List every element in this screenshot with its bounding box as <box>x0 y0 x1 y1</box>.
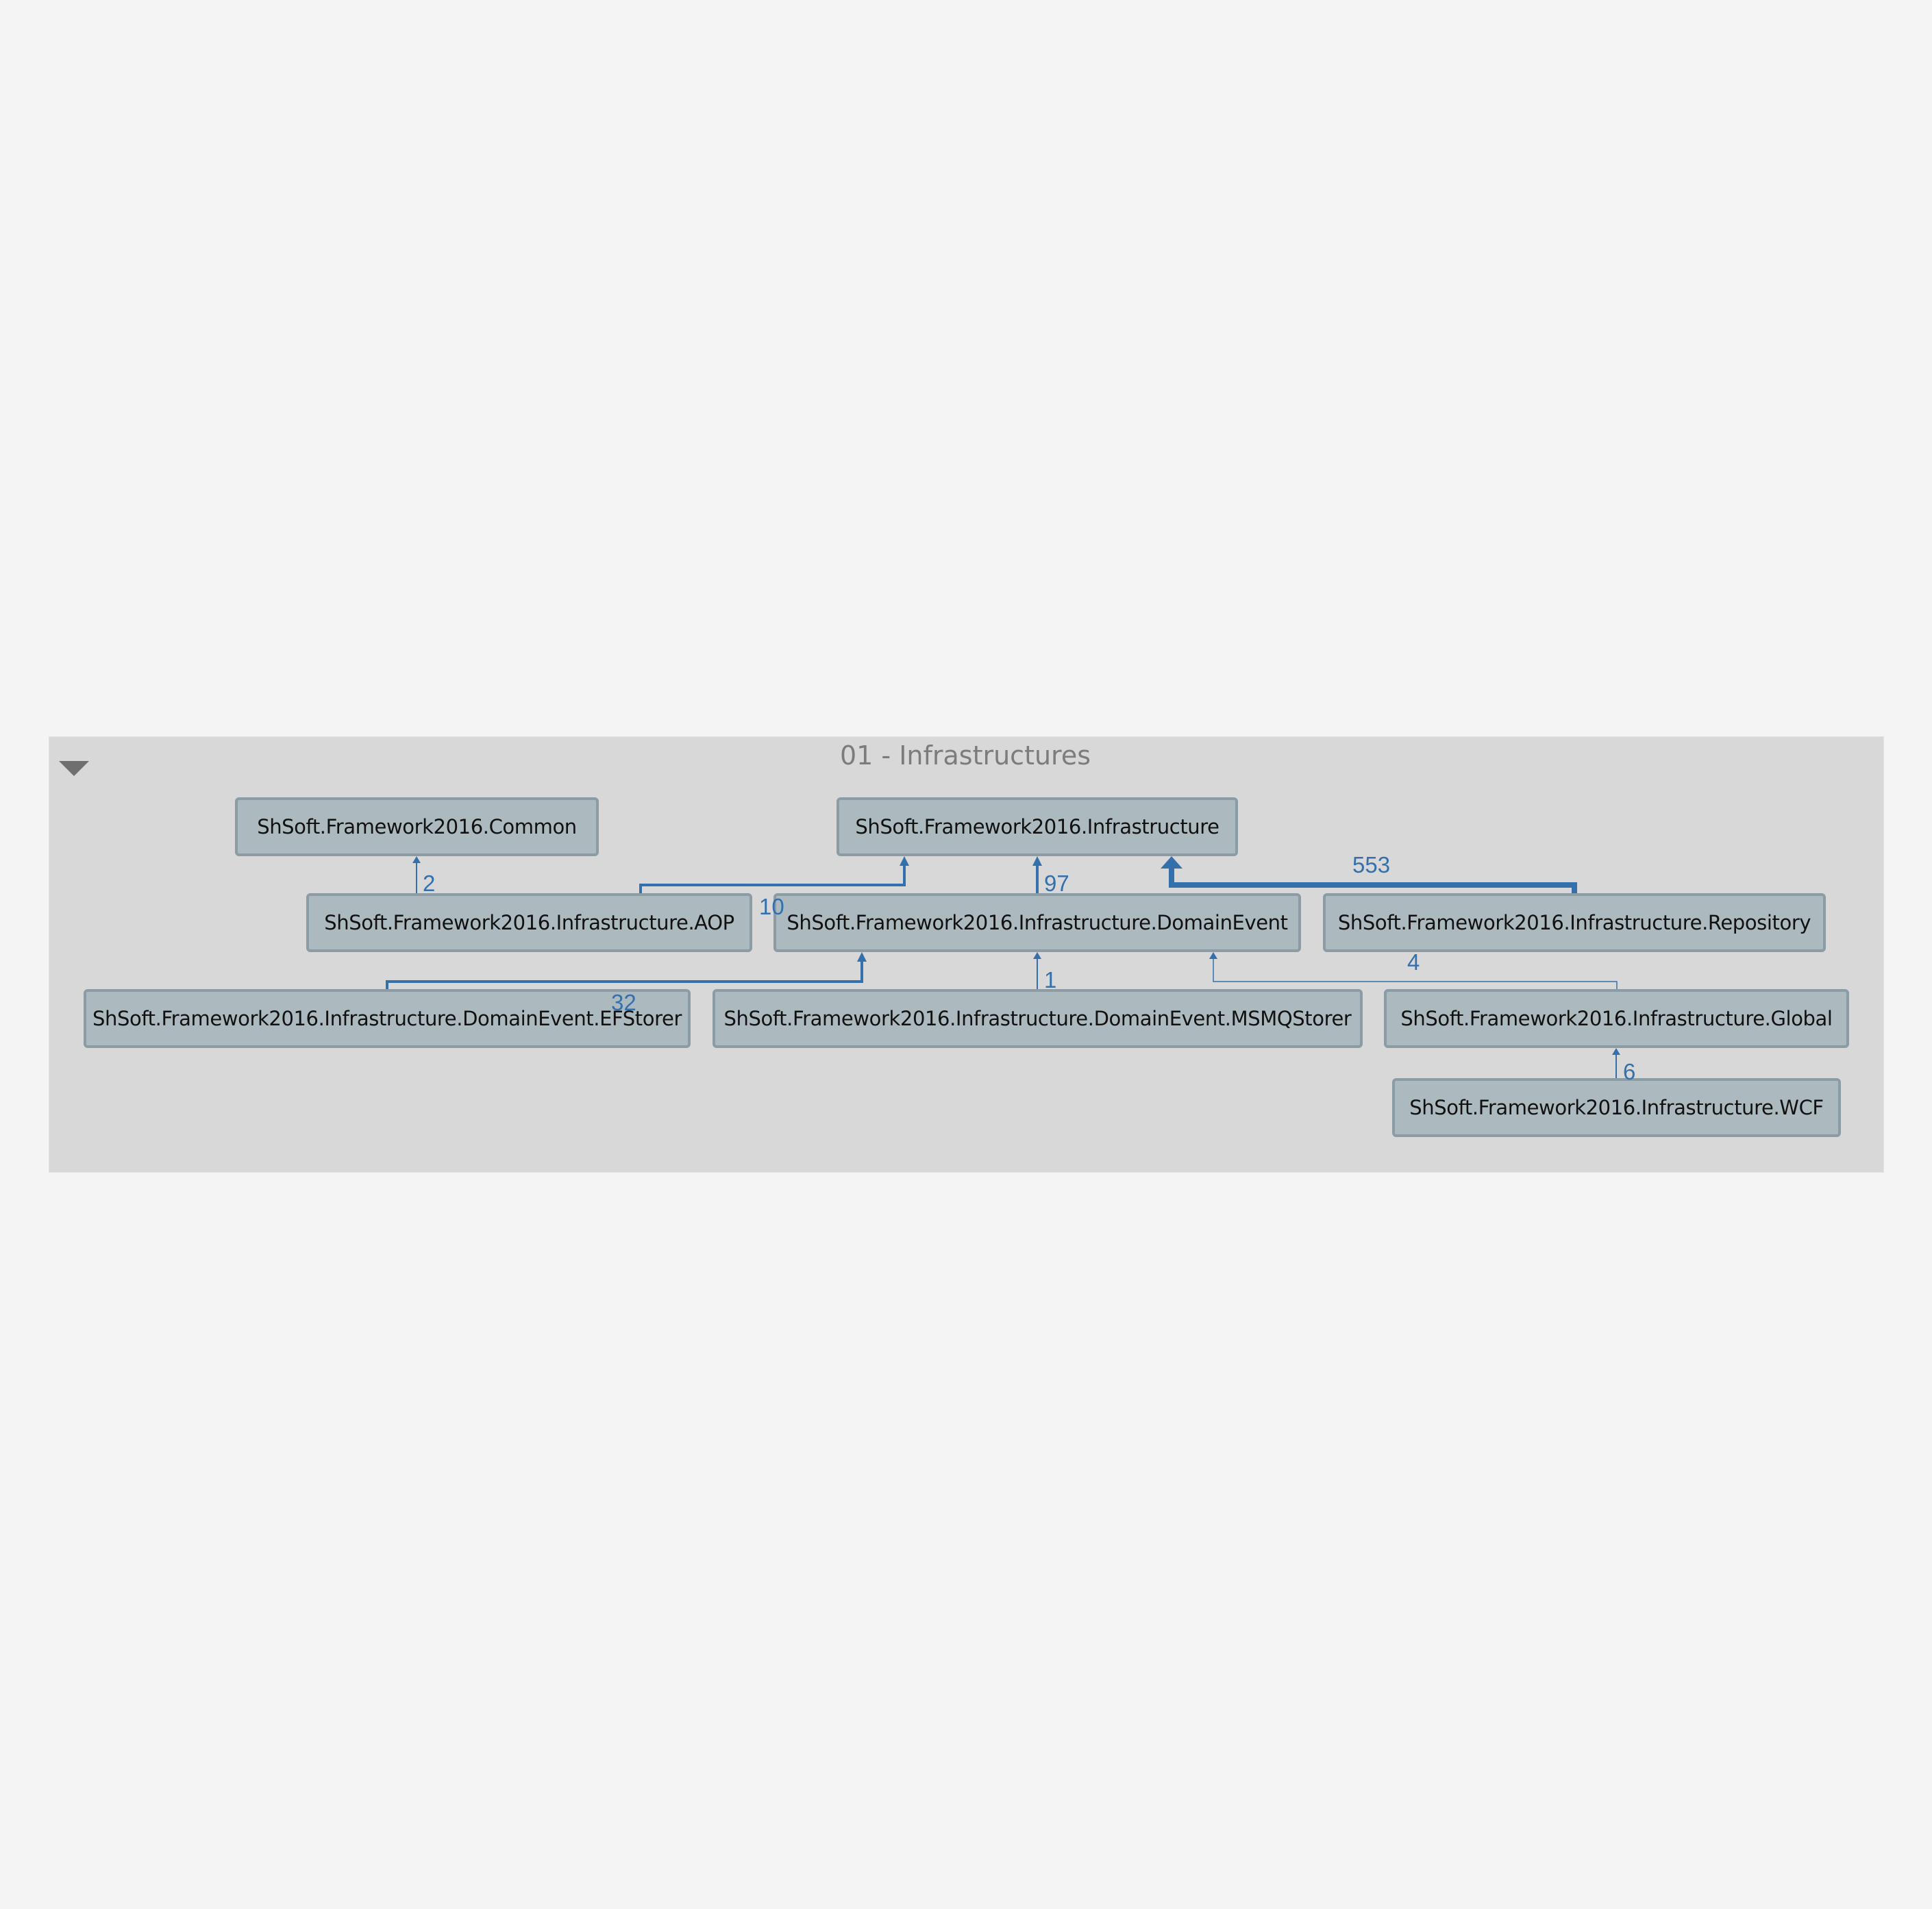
edge-label-efstorer-domainevent: 32 <box>611 990 636 1015</box>
node-repository[interactable]: ShSoft.Framework2016.Infrastructure.Repo… <box>1323 893 1826 952</box>
group-title: 01 - Infrastructures <box>839 740 1091 771</box>
node-msmq-storer[interactable]: ShSoft.Framework2016.Infrastructure.Doma… <box>713 989 1363 1048</box>
edge-label-aop-common: 2 <box>423 871 436 896</box>
node-domain-event[interactable]: ShSoft.Framework2016.Infrastructure.Doma… <box>773 893 1301 952</box>
edge-label-msmqstorer-domainevent: 1 <box>1044 967 1057 993</box>
edge-label-aop-infrastructure: 10 <box>759 894 784 919</box>
edge-label-wcf-global: 6 <box>1623 1059 1636 1084</box>
node-infrastructure[interactable]: ShSoft.Framework2016.Infrastructure <box>837 797 1238 856</box>
node-wcf[interactable]: ShSoft.Framework2016.Infrastructure.WCF <box>1392 1078 1841 1137</box>
node-aop[interactable]: ShSoft.Framework2016.Infrastructure.AOP <box>306 893 752 952</box>
edge-label-domainevent-infrastructure: 97 <box>1044 871 1069 896</box>
node-common[interactable]: ShSoft.Framework2016.Common <box>235 797 599 856</box>
edge-label-repository-infrastructure: 553 <box>1352 852 1391 877</box>
collapse-triangle-icon[interactable] <box>59 761 89 776</box>
node-global[interactable]: ShSoft.Framework2016.Infrastructure.Glob… <box>1384 989 1849 1048</box>
node-ef-storer[interactable]: ShSoft.Framework2016.Infrastructure.Doma… <box>84 989 691 1048</box>
edge-label-global-domainevent: 4 <box>1407 949 1420 975</box>
